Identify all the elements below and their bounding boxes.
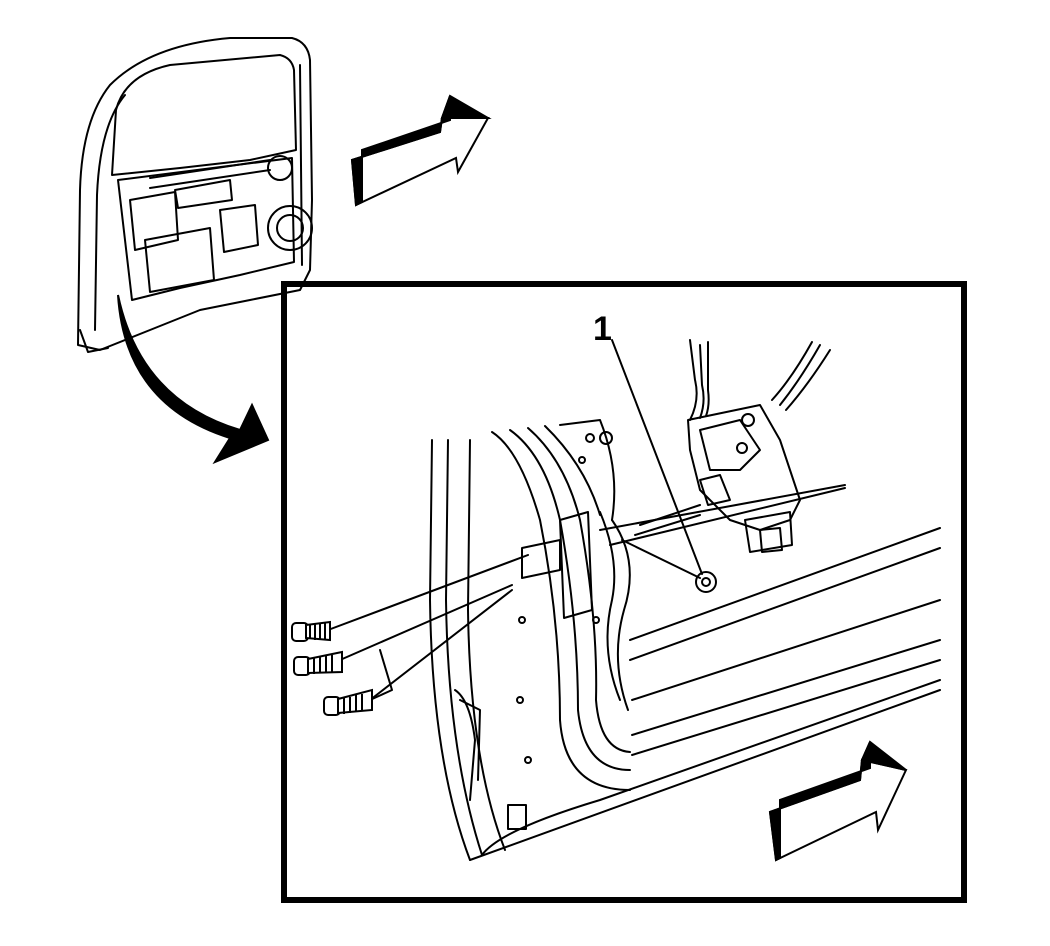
screw-3 xyxy=(323,688,373,716)
callout-1-label: 1 xyxy=(593,310,612,348)
door-overview xyxy=(77,37,313,353)
screw-1 xyxy=(291,620,331,642)
arrow-right-forward-icon xyxy=(350,94,492,207)
callout-1-leader xyxy=(611,339,703,575)
detail-frame xyxy=(281,281,967,903)
curved-arrow-down-right-icon xyxy=(117,294,270,465)
screw-2 xyxy=(293,650,343,676)
arrow-right-forward-icon xyxy=(768,740,908,862)
door-detail-view xyxy=(327,339,941,861)
